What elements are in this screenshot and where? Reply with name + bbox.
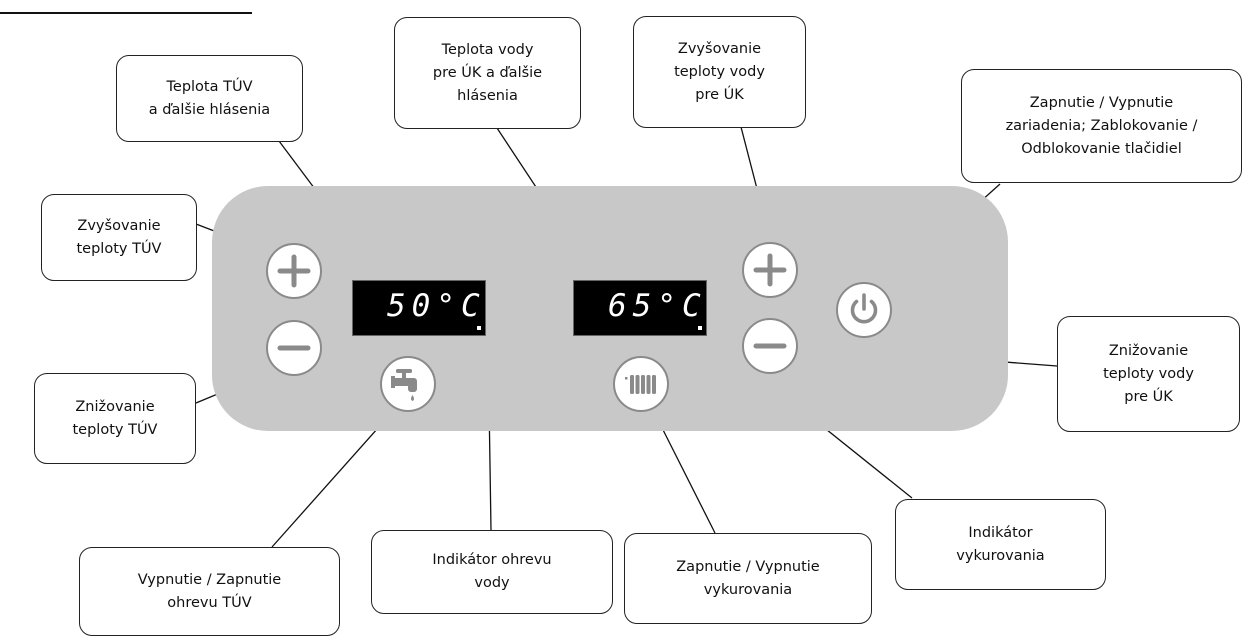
callout-line: zariadenia; Zablokovanie / bbox=[1005, 117, 1198, 134]
minus-icon bbox=[753, 343, 787, 349]
callout-line: Indikátor bbox=[968, 524, 1033, 541]
callout-line: pre ÚK bbox=[695, 86, 744, 103]
tuv-toggle-button[interactable] bbox=[380, 356, 436, 412]
callout-line: a ďalšie hlásenia bbox=[148, 101, 271, 118]
callout-tuv-toggle: Vypnutie / Zapnutie ohrevu TÚV bbox=[79, 547, 340, 636]
callout-line: Znižovanie bbox=[75, 398, 155, 415]
plus-icon bbox=[277, 254, 311, 288]
callout-line: teploty TÚV bbox=[76, 240, 162, 257]
uk-decrease-button[interactable] bbox=[742, 318, 798, 374]
callout-heating-indicator: Indikátor vykurovania bbox=[895, 499, 1106, 590]
uk-increase-button[interactable] bbox=[742, 242, 798, 298]
callout-line: vykurovania bbox=[703, 581, 793, 598]
callout-line: Zapnutie / Vypnutie bbox=[676, 558, 820, 575]
callout-power-lock: Zapnutie / Vypnutie zariadenia; Zablokov… bbox=[961, 69, 1242, 183]
faucet-icon bbox=[391, 369, 417, 401]
minus-icon bbox=[277, 345, 311, 351]
callout-line: Teplota TÚV bbox=[166, 78, 253, 95]
callout-line: teploty TÚV bbox=[72, 421, 158, 438]
leader-tuv-toggle bbox=[271, 409, 395, 548]
callout-uk-decrease: Znižovanie teploty vody pre ÚK bbox=[1057, 316, 1240, 432]
callout-line: Odblokovanie tlačidiel bbox=[1021, 140, 1182, 157]
callout-hot-water-indicator: Indikátor ohrevu vody bbox=[371, 530, 613, 614]
callout-line: Vypnutie / Zapnutie bbox=[137, 571, 282, 588]
display-uk-value: 65°C bbox=[608, 288, 707, 324]
power-icon bbox=[850, 293, 878, 324]
callout-line: vykurovania bbox=[956, 547, 1045, 564]
radiator-icon bbox=[625, 375, 656, 394]
hot-water-indicator-dot bbox=[477, 326, 481, 330]
tuv-increase-button[interactable] bbox=[266, 243, 322, 299]
callout-tuv-temp: Teplota TÚV a ďalšie hlásenia bbox=[116, 55, 303, 142]
header-rule bbox=[0, 12, 252, 14]
callout-line: Znižovanie bbox=[1108, 342, 1189, 359]
callout-tuv-increase: Zvyšovanie teploty TÚV bbox=[41, 194, 197, 281]
heating-toggle-button[interactable] bbox=[613, 356, 669, 412]
display-tuv: 50°C bbox=[352, 280, 486, 336]
plus-icon bbox=[753, 253, 787, 287]
callout-line: ohrevu TÚV bbox=[167, 594, 252, 611]
callout-line: teploty vody bbox=[674, 63, 765, 80]
display-uk: 65°C bbox=[573, 280, 707, 336]
callout-heating-toggle: Zapnutie / Vypnutie vykurovania bbox=[624, 533, 872, 624]
callout-line: Zvyšovanie bbox=[77, 217, 161, 234]
callout-uk-increase: Zvyšovanie teploty vody pre ÚK bbox=[633, 16, 806, 128]
callout-line: hlásenia bbox=[457, 87, 518, 104]
heating-indicator-dot bbox=[698, 326, 702, 330]
callout-line: Indikátor ohrevu bbox=[432, 552, 552, 568]
callout-line: Teplota vody bbox=[441, 41, 534, 58]
display-tuv-value: 50°C bbox=[387, 288, 486, 324]
callout-line: Zapnutie / Vypnutie bbox=[1029, 94, 1174, 111]
callout-line: pre ÚK a ďalšie bbox=[432, 64, 543, 81]
callout-line: pre ÚK bbox=[1124, 388, 1173, 405]
callout-line: vody bbox=[474, 575, 510, 591]
tuv-decrease-button[interactable] bbox=[266, 320, 322, 376]
power-button[interactable] bbox=[836, 282, 892, 338]
callout-tuv-decrease: Znižovanie teploty TÚV bbox=[34, 373, 196, 464]
callout-line: teploty vody bbox=[1103, 365, 1194, 382]
callout-line: Zvyšovanie bbox=[677, 40, 762, 57]
callout-water-temp-uk: Teplota vody pre ÚK a ďalšie hlásenia bbox=[394, 17, 581, 129]
